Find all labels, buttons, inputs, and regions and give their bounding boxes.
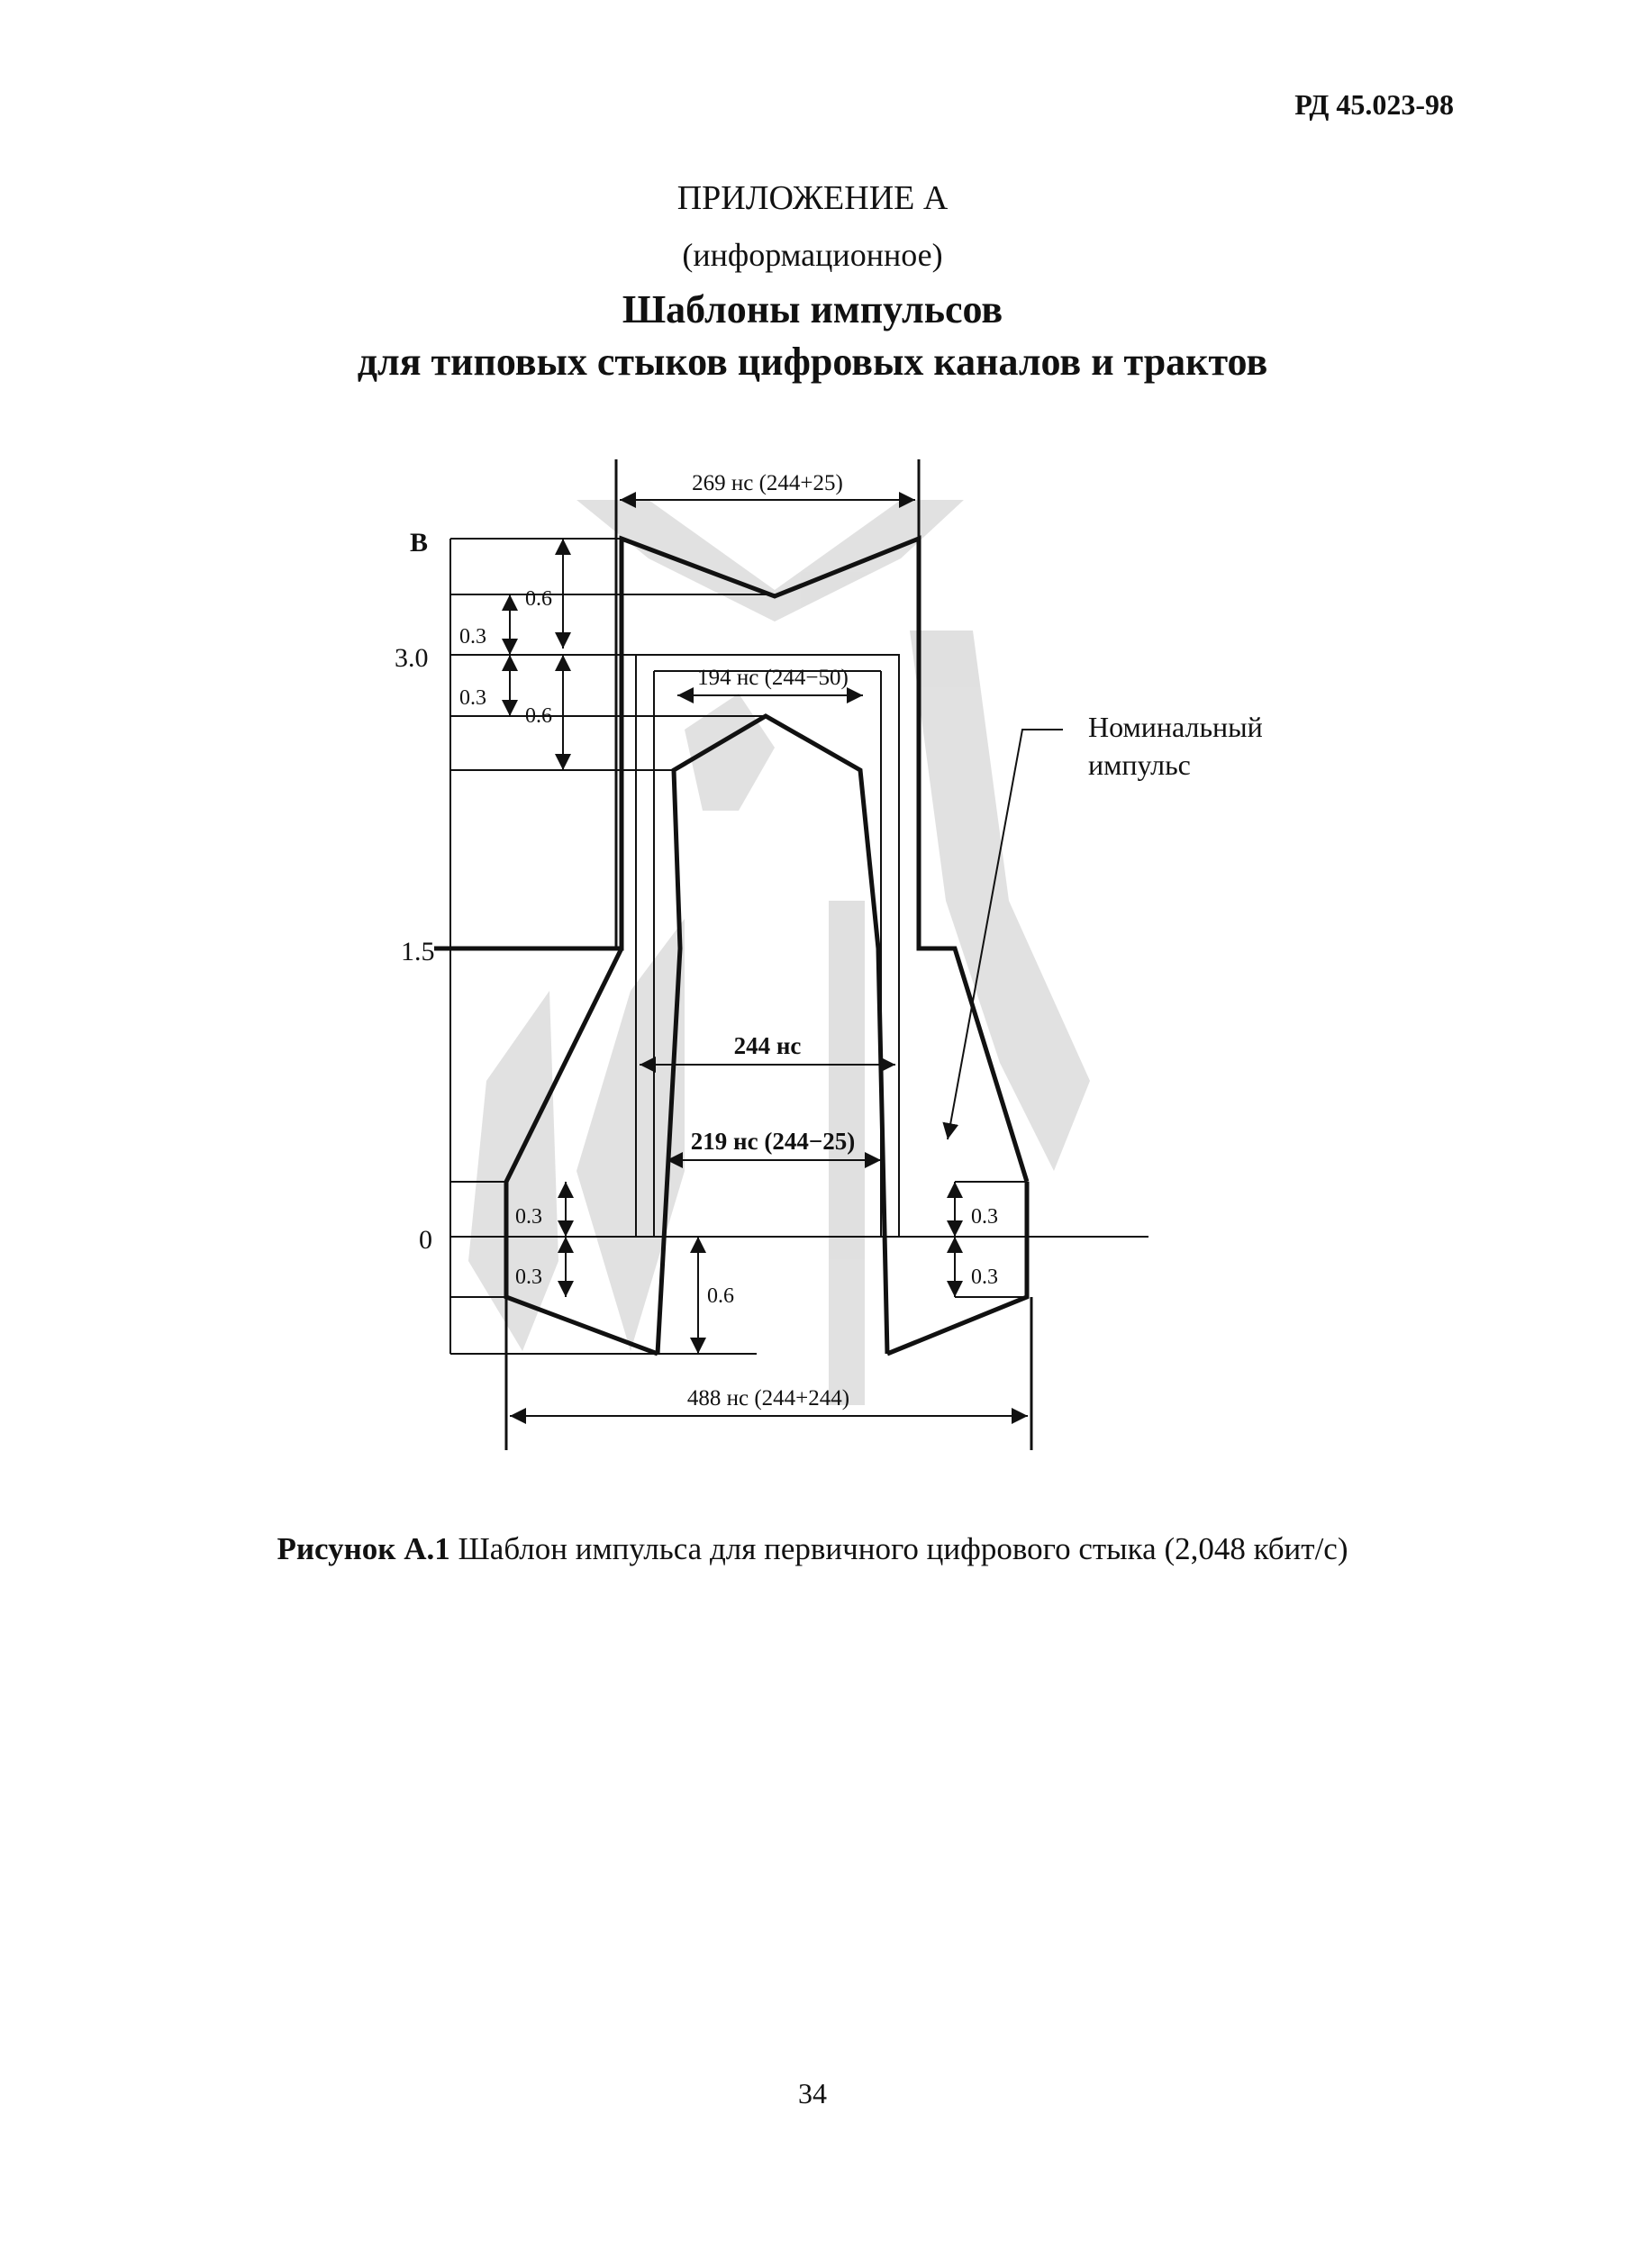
tol-left-top-d: 0.6 [525, 704, 552, 728]
tol-left-bottom-b: 0.3 [515, 1266, 542, 1289]
figure-caption-number: Рисунок А.1 [277, 1531, 450, 1566]
tol-mid-bottom: 0.6 [707, 1284, 734, 1308]
tol-left-top-a: 0.6 [525, 587, 552, 611]
callout-label-line-1: Номинальный [1088, 711, 1263, 743]
figure-caption: Рисунок А.1 Шаблон импульса для первично… [0, 1531, 1625, 1567]
dim-upper-label: 194 нс (244−50) [697, 666, 849, 690]
dim-nominal-label: 244 нс [734, 1032, 802, 1059]
y-tick-3-0: 3.0 [395, 643, 429, 673]
page-number: 34 [798, 2077, 827, 2109]
tol-left-top-c: 0.3 [459, 686, 486, 710]
figure-caption-text: Шаблон импульса для первичного цифрового… [458, 1531, 1348, 1566]
appendix-label: ПРИЛОЖЕНИЕ А [676, 179, 949, 217]
tol-left-bottom-a: 0.3 [515, 1205, 542, 1229]
callout-label-line-2: импульс [1088, 748, 1191, 781]
mask-lines [434, 459, 1148, 1450]
y-tick-0: 0 [419, 1225, 432, 1255]
appendix-status: (информационное) [682, 237, 943, 273]
tol-left-top-b: 0.3 [459, 625, 486, 649]
dim-top-label: 269 нс (244+25) [692, 471, 843, 495]
tol-right-bottom-b: 0.3 [971, 1266, 998, 1289]
document-code: РД 45.023-98 [1294, 88, 1454, 121]
upper-mask-left-edge [504, 947, 624, 1184]
dim-bottom-label: 488 нс (244+244) [687, 1386, 849, 1411]
lower-mask-bottom-right [886, 1182, 1030, 1356]
tol-right-bottom-a: 0.3 [971, 1205, 998, 1229]
appendix-title-line-2: для типовых стыков цифровых каналов и тр… [357, 340, 1268, 384]
y-tick-1-5: 1.5 [401, 937, 435, 966]
appendix-title-line-1: Шаблоны импульсов [622, 287, 1003, 331]
y-unit-label: В [410, 528, 428, 558]
nominal-pulse [635, 654, 900, 1237]
callout-leader [942, 729, 1063, 1140]
dim-lower-label: 219 нс (244−25) [691, 1128, 855, 1155]
